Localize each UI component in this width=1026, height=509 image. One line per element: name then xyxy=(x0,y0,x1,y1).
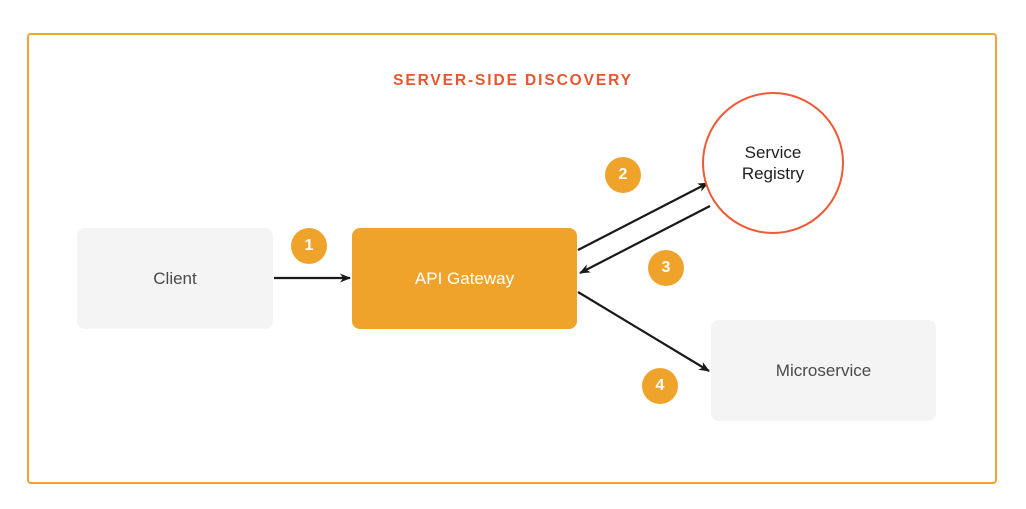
node-service-registry-label: Service Registry xyxy=(742,142,804,185)
node-service-registry-label-line1: Service xyxy=(744,142,802,162)
diagram-frame xyxy=(27,33,997,484)
node-client[interactable]: Client xyxy=(77,228,273,329)
step-badge-2: 2 xyxy=(605,157,641,193)
node-api-gateway-label: API Gateway xyxy=(414,268,515,288)
step-badge-3: 3 xyxy=(648,250,684,286)
node-service-registry-label-line2: Registry xyxy=(741,164,805,183)
node-microservice[interactable]: Microservice xyxy=(711,320,936,421)
node-microservice-label: Microservice xyxy=(775,360,872,380)
step-badge-1: 1 xyxy=(291,228,327,264)
node-api-gateway[interactable]: API Gateway xyxy=(352,228,577,329)
step-badge-4-number: 4 xyxy=(655,377,665,394)
node-client-label: Client xyxy=(153,268,197,288)
step-badge-2-number: 2 xyxy=(618,166,628,183)
step-badge-4: 4 xyxy=(642,368,678,404)
node-service-registry[interactable]: Service Registry xyxy=(702,92,844,234)
step-badge-3-number: 3 xyxy=(661,259,671,276)
step-badge-1-number: 1 xyxy=(304,237,314,254)
page-title: SERVER-SIDE DISCOVERY xyxy=(393,72,633,89)
